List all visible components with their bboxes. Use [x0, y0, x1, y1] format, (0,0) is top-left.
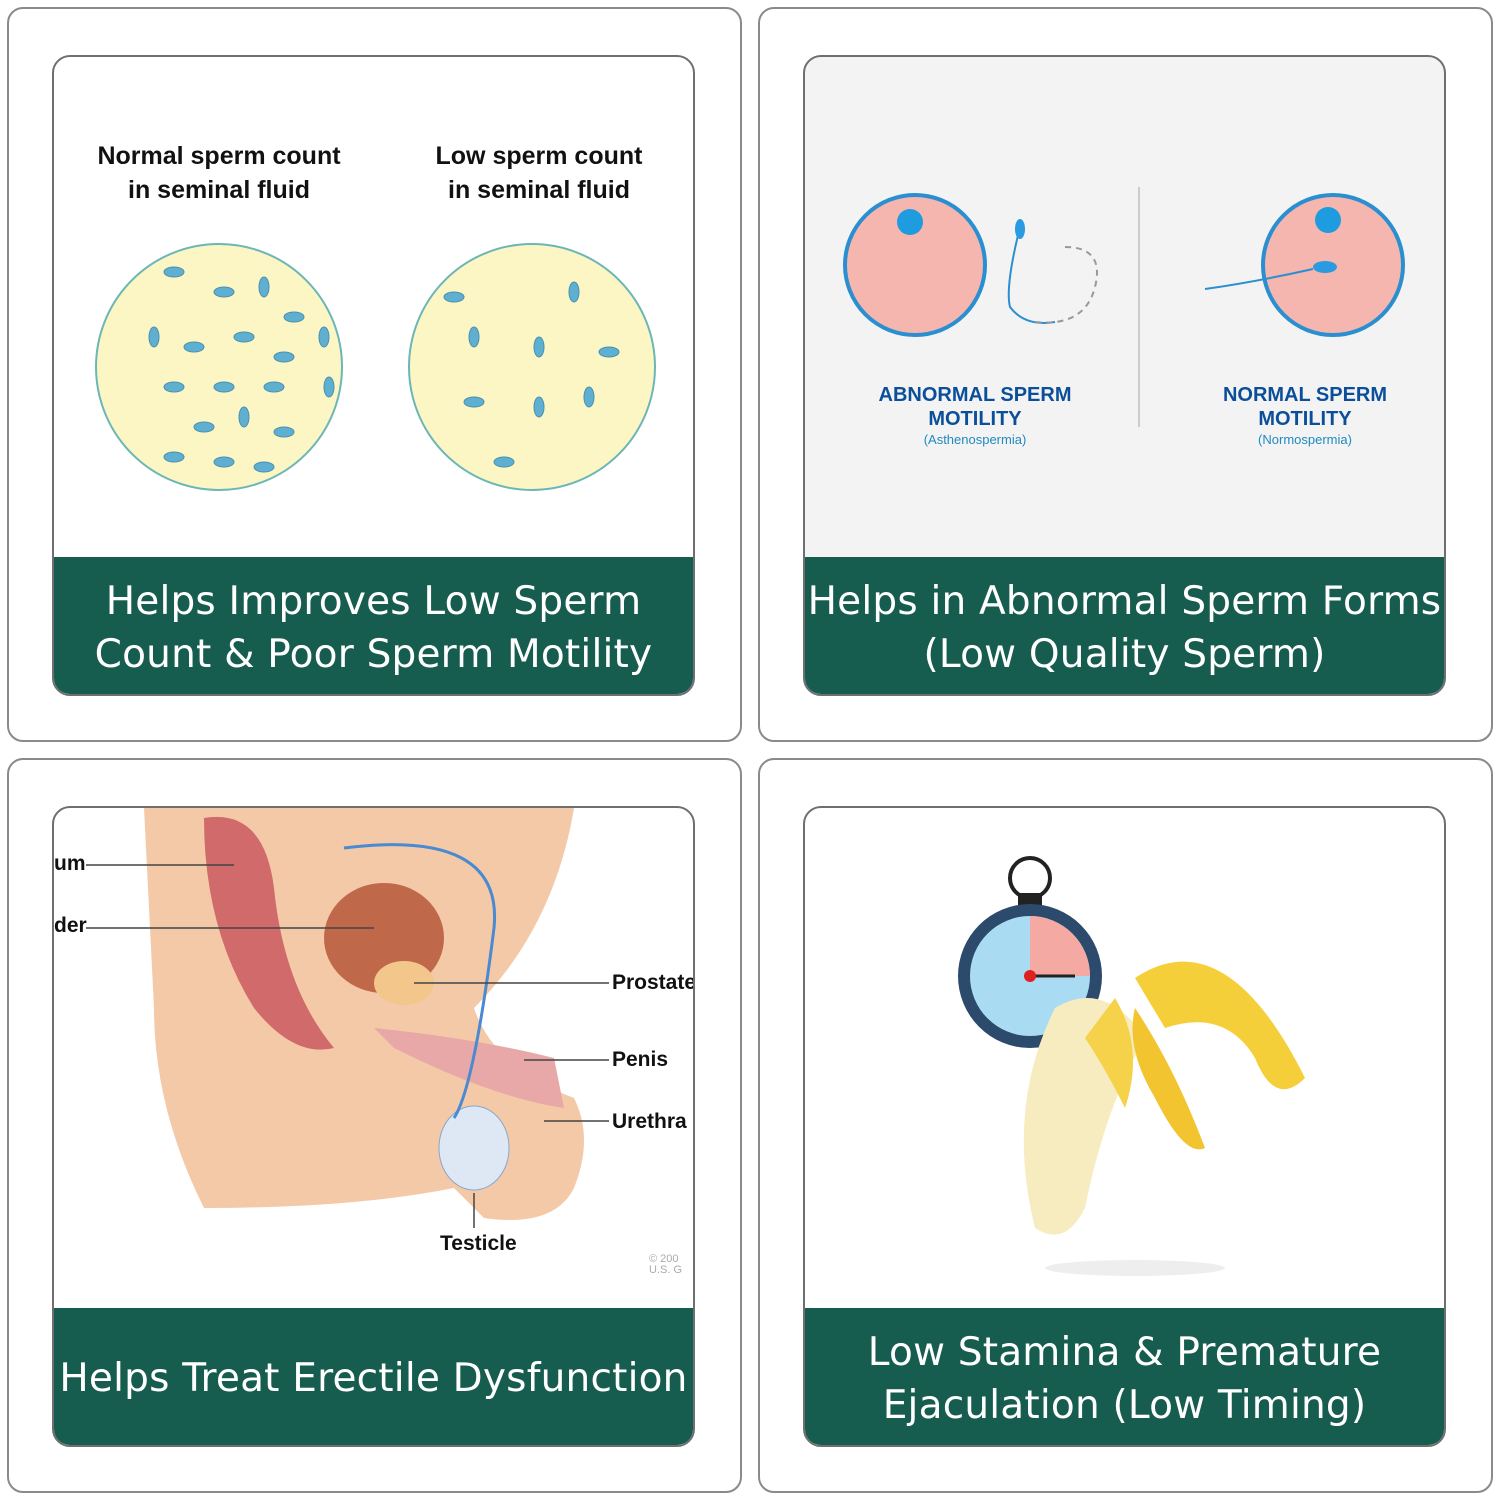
card-caption: Helps Treat Erectile Dysfunction: [54, 1308, 693, 1445]
card-sperm-count: Normal sperm count in seminal fluid Low …: [7, 7, 742, 742]
caption-text: Low Stamina & Premature Ejaculation (Low…: [867, 1329, 1382, 1428]
abnormal-motility-subtitle: (Asthenospermia): [923, 432, 1027, 447]
anatomy-diagram-icon: [86, 808, 609, 1228]
card-caption: Helps Improves Low Sperm Count & Poor Sp…: [54, 557, 693, 694]
normal-motility-subtitle: (Normospermia): [1258, 432, 1352, 447]
label-urethra: Urethra: [612, 1110, 687, 1133]
card-sperm-forms: ABNORMAL SPERM MOTILITY (Asthenospermia)…: [758, 7, 1493, 742]
label-testicle: Testicle: [440, 1232, 517, 1255]
card-caption: Low Stamina & Premature Ejaculation (Low…: [805, 1308, 1444, 1445]
stopwatch-banana-icon: [958, 856, 1305, 1276]
label-rectum: um: [54, 852, 86, 875]
copyright-text: © 200 U.S. G: [649, 1253, 683, 1276]
low-count-label: Low sperm count in seminal fluid: [435, 142, 643, 204]
card-erectile: um der Prostate Penis Urethra Testicle ©…: [7, 758, 742, 1493]
anatomy-illustration: um der Prostate Penis Urethra Testicle ©…: [54, 808, 693, 1308]
sperm-circles-icon: [95, 243, 656, 491]
label-prostate: Prostate: [612, 971, 695, 994]
motility-illustration: ABNORMAL SPERM MOTILITY (Asthenospermia)…: [805, 57, 1444, 557]
normal-count-label: Normal sperm count in seminal fluid: [97, 142, 341, 204]
card-stamina: Low Stamina & Premature Ejaculation (Low…: [758, 758, 1493, 1493]
card-panel: ABNORMAL SPERM MOTILITY (Asthenospermia)…: [803, 55, 1446, 696]
caption-text: Helps Treat Erectile Dysfunction: [59, 1356, 688, 1401]
abnormal-motility-title: ABNORMAL SPERM MOTILITY: [878, 384, 1072, 430]
egg-cells-icon: [843, 187, 1405, 427]
sperm-count-illustration: Normal sperm count in seminal fluid Low …: [54, 57, 693, 557]
caption-text: Helps in Abnormal Sperm Forms (Low Quali…: [807, 578, 1442, 677]
normal-motility-title: NORMAL SPERM MOTILITY: [1222, 384, 1388, 430]
card-panel: Normal sperm count in seminal fluid Low …: [52, 55, 695, 696]
caption-text: Helps Improves Low Sperm Count & Poor Sp…: [94, 578, 653, 677]
card-panel: Low Stamina & Premature Ejaculation (Low…: [803, 806, 1446, 1447]
card-caption: Helps in Abnormal Sperm Forms (Low Quali…: [805, 557, 1444, 694]
label-penis: Penis: [612, 1048, 669, 1071]
card-panel: um der Prostate Penis Urethra Testicle ©…: [52, 806, 695, 1447]
label-bladder: der: [54, 914, 87, 937]
stamina-illustration: [805, 808, 1444, 1308]
